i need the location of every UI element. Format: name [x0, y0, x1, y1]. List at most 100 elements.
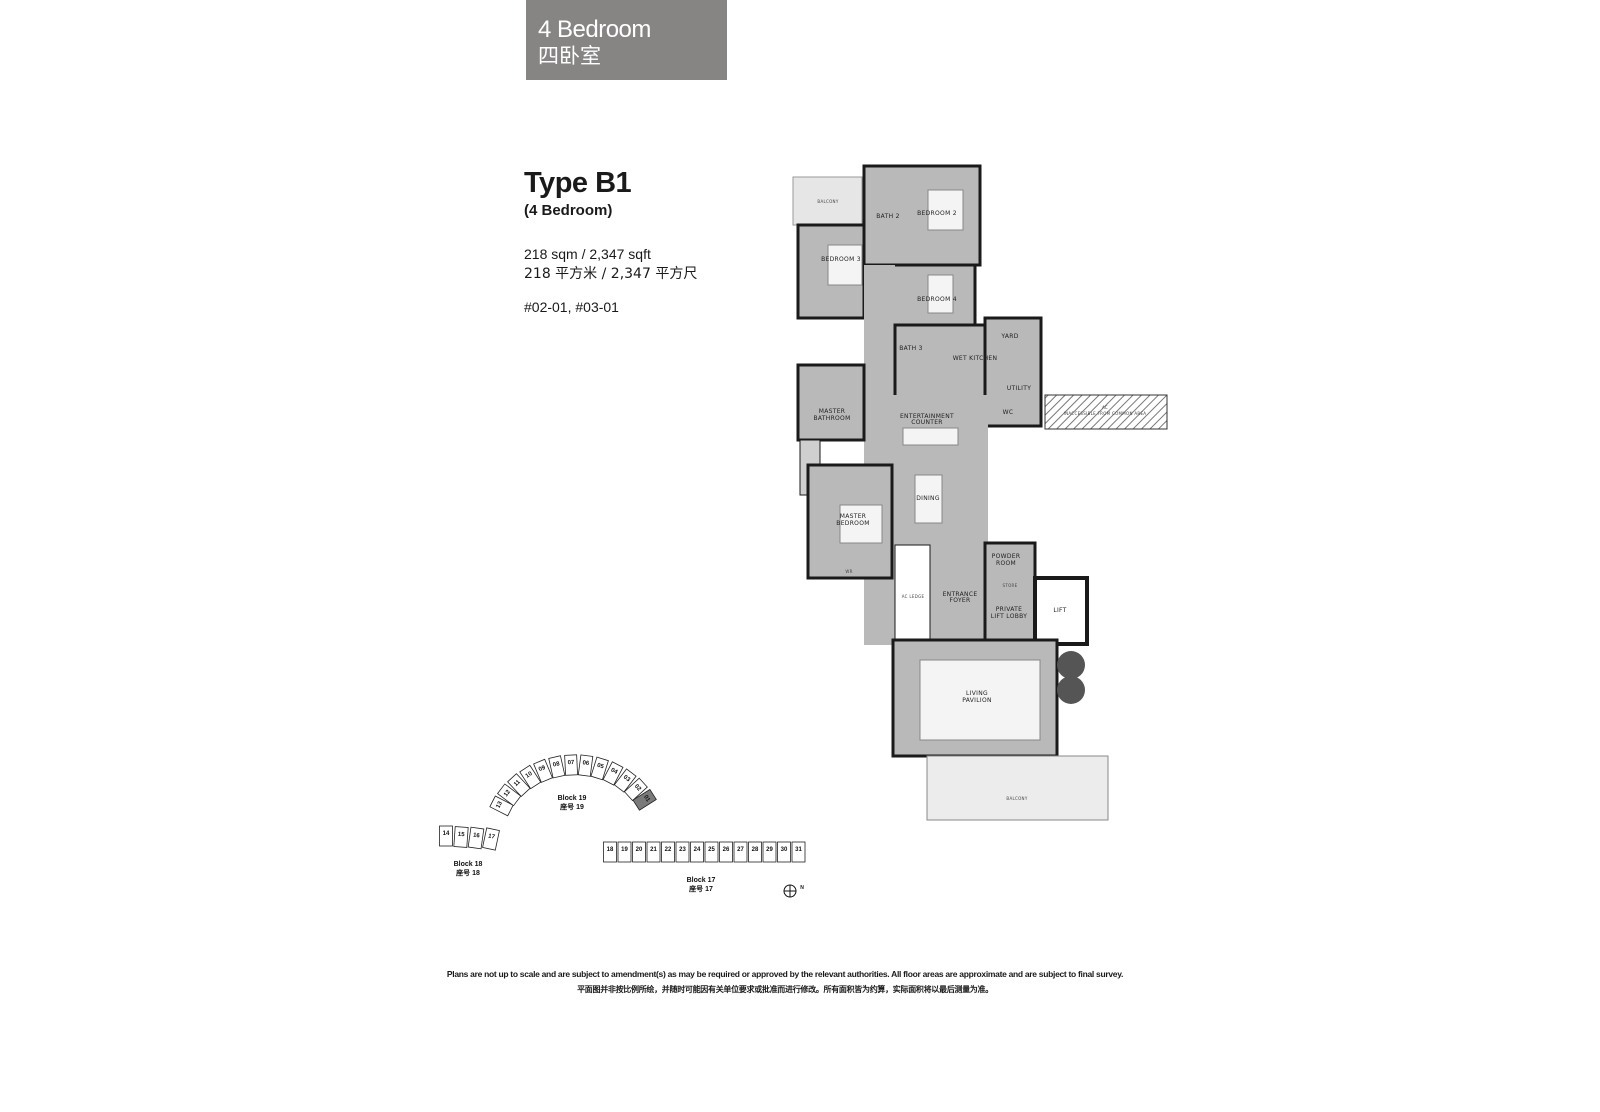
site-unit: 07	[564, 754, 578, 776]
site-unit: 29	[762, 841, 777, 863]
unit-number: 30	[781, 847, 788, 853]
unit-number: 27	[737, 847, 744, 853]
site-unit: 27	[733, 841, 748, 863]
label-bath3: BATH 3	[899, 345, 922, 352]
site-unit: 20	[632, 841, 646, 863]
unit-number: 12	[503, 789, 512, 798]
rooms	[792, 164, 1168, 821]
unit-outline	[632, 788, 657, 811]
label-ac: AC	[1102, 405, 1108, 410]
unit-number: 18	[607, 847, 614, 853]
label-private-lift-1: PRIVATE	[996, 606, 1022, 613]
category-title-zh: 四卧室	[538, 44, 601, 68]
site-unit: 30	[777, 841, 791, 863]
planter	[1057, 651, 1085, 704]
unit-number: 07	[568, 760, 576, 766]
unit-type-title: Type B1	[524, 167, 632, 199]
unit-outline	[519, 764, 542, 790]
unit-number: 25	[708, 847, 715, 853]
utility-area	[983, 316, 1043, 428]
unit-outline	[533, 758, 553, 783]
unit-number: 29	[766, 847, 773, 853]
label-balcony-bottom: BALCONY	[1006, 796, 1027, 801]
unit-outline	[602, 761, 624, 786]
label-bath2: BATH 2	[876, 213, 899, 220]
unit-outline	[704, 841, 719, 863]
unit-number: 14	[443, 831, 450, 837]
bed3	[827, 244, 863, 286]
unit-number: 05	[596, 763, 605, 771]
site-unit: 06	[577, 754, 594, 777]
site-unit: 26	[719, 841, 733, 863]
label-entertainment-1: ENTERTAINMENT	[900, 413, 954, 420]
corridor-area	[864, 265, 895, 645]
label-dining: DINING	[916, 495, 940, 502]
unit-number: 02	[633, 784, 642, 793]
category-tab: 4 Bedroom 四卧室	[526, 0, 727, 80]
unit-number: 24	[694, 847, 701, 853]
block18-label-en: Block 18	[454, 861, 483, 868]
unit-info: Type B1 (4 Bedroom) 218 sqm / 2,347 sqft…	[524, 166, 697, 316]
unit-outline	[748, 841, 762, 863]
unit-outline	[623, 777, 648, 802]
unit-outline	[439, 825, 453, 847]
block19-label-en: Block 19	[558, 795, 587, 802]
unit-number: 16	[473, 833, 481, 840]
unit-number: 17	[488, 833, 496, 840]
unit-outline	[564, 754, 578, 776]
unit-outline	[603, 841, 617, 863]
powder-lobby-area	[983, 541, 1037, 645]
unit-outline	[613, 768, 637, 793]
unit-number: 08	[552, 761, 560, 768]
disclaimer-en: Plans are not up to scale and are subjec…	[446, 969, 1124, 979]
area-en: 218 sqm / 2,347 sqft	[524, 246, 651, 262]
block17-label-en: Block 17	[687, 877, 716, 884]
site-unit: 02	[623, 777, 648, 802]
site-unit: 03	[613, 768, 637, 793]
unit-number: 26	[723, 847, 730, 853]
sofa-area	[919, 659, 1041, 741]
site-unit: 15	[453, 826, 469, 848]
label-living-2: PAVILION	[962, 697, 992, 704]
label-living-1: LIVING	[966, 690, 988, 697]
unit-outline	[482, 827, 500, 851]
block19-label-zh: 座号 19	[560, 802, 584, 811]
site-unit: 22	[661, 841, 675, 863]
block18-label-zh: 座号 18	[456, 868, 480, 877]
unit-outline	[577, 754, 594, 777]
site-unit-highlighted: 01	[632, 788, 657, 811]
unit-outline	[590, 756, 609, 781]
bed4	[927, 274, 954, 314]
area-zh: 218 平方米 / 2,347 平方尺	[524, 266, 698, 282]
unit-outline	[675, 841, 690, 863]
ac-ledge-side	[894, 544, 931, 641]
unit-number: 09	[538, 765, 547, 773]
unit-number: 28	[752, 847, 759, 853]
site-unit: 19	[617, 841, 632, 863]
label-powder-1: POWDER	[992, 553, 1021, 560]
foyer-area	[930, 540, 988, 640]
label-master-bath-2: BATHROOM	[813, 415, 850, 422]
label-ac-note: INACCESSIBLE FROM COMMON AREA	[1064, 411, 1147, 416]
unit-number: 15	[458, 832, 466, 838]
unit-outline	[632, 841, 646, 863]
label-utility: UTILITY	[1007, 385, 1031, 392]
unit-outline	[489, 795, 514, 817]
label-master-bedroom-1: MASTER	[840, 513, 867, 520]
site-unit: 16	[467, 826, 485, 850]
unit-outline	[791, 841, 806, 863]
unit-outline	[507, 773, 531, 798]
dining-table	[914, 474, 943, 524]
unit-number: 20	[636, 847, 643, 853]
site-unit: 12	[496, 783, 522, 807]
unit-outline	[453, 826, 469, 848]
site-unit: 24	[690, 841, 704, 863]
unit-number: 21	[650, 847, 657, 853]
unit-outline	[690, 841, 704, 863]
label-powder-2: ROOM	[996, 560, 1016, 567]
site-unit: 18	[603, 841, 617, 863]
unit-number: 04	[610, 767, 619, 776]
site-unit: 14	[439, 825, 453, 847]
